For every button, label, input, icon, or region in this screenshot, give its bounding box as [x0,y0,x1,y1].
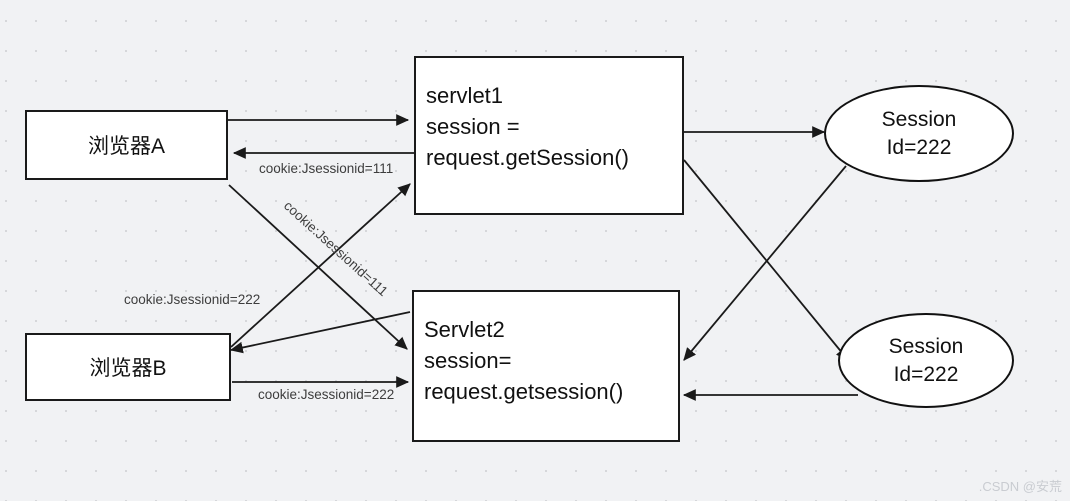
node-session-top[interactable]: Session Id=222 [824,85,1014,182]
node-servlet2-line1: Servlet2 [424,317,505,342]
edge-browserB-to-servlet1 [230,183,411,348]
node-servlet2-line3: request.getsession() [424,379,624,405]
node-servlet1-line3: request.getSession() [426,145,629,171]
node-servlet1[interactable]: servlet1 session = request.getSession() [414,56,684,215]
node-servlet1-line1: servlet1 [426,83,504,108]
edge-label-a-response-cookie: cookie:Jsessionid=111 [259,161,394,176]
node-session-top-line1: Session [881,107,957,131]
node-browser-a-label: 浏览器A [87,135,165,158]
edge-to-browserB-response [229,311,411,354]
edge-servlet1-to-session-bottom [683,159,849,361]
edge-session-top-to-servlet2 [683,165,847,361]
node-session-bottom-line1: Session [888,334,964,358]
edge-label-b-response-cookie: cookie:Jsessionid=222 [124,292,261,307]
node-servlet2[interactable]: Servlet2 session= request.getsession() [412,290,680,442]
node-session-top-line2: Id=222 [886,135,952,159]
edge-label-b-request-cookie: cookie:Jsessionid=222 [258,387,395,402]
watermark: .CSDN @安荒 [978,479,1062,494]
node-servlet2-line2: session= [424,348,512,374]
node-browser-a[interactable]: 浏览器A [25,110,228,180]
node-servlet1-line2: session = [426,114,520,140]
node-browser-b[interactable]: 浏览器B [25,333,231,401]
node-browser-b-label: 浏览器B [89,357,167,380]
node-session-bottom-line2: Id=222 [893,362,959,386]
node-session-bottom[interactable]: Session Id=222 [838,313,1014,408]
